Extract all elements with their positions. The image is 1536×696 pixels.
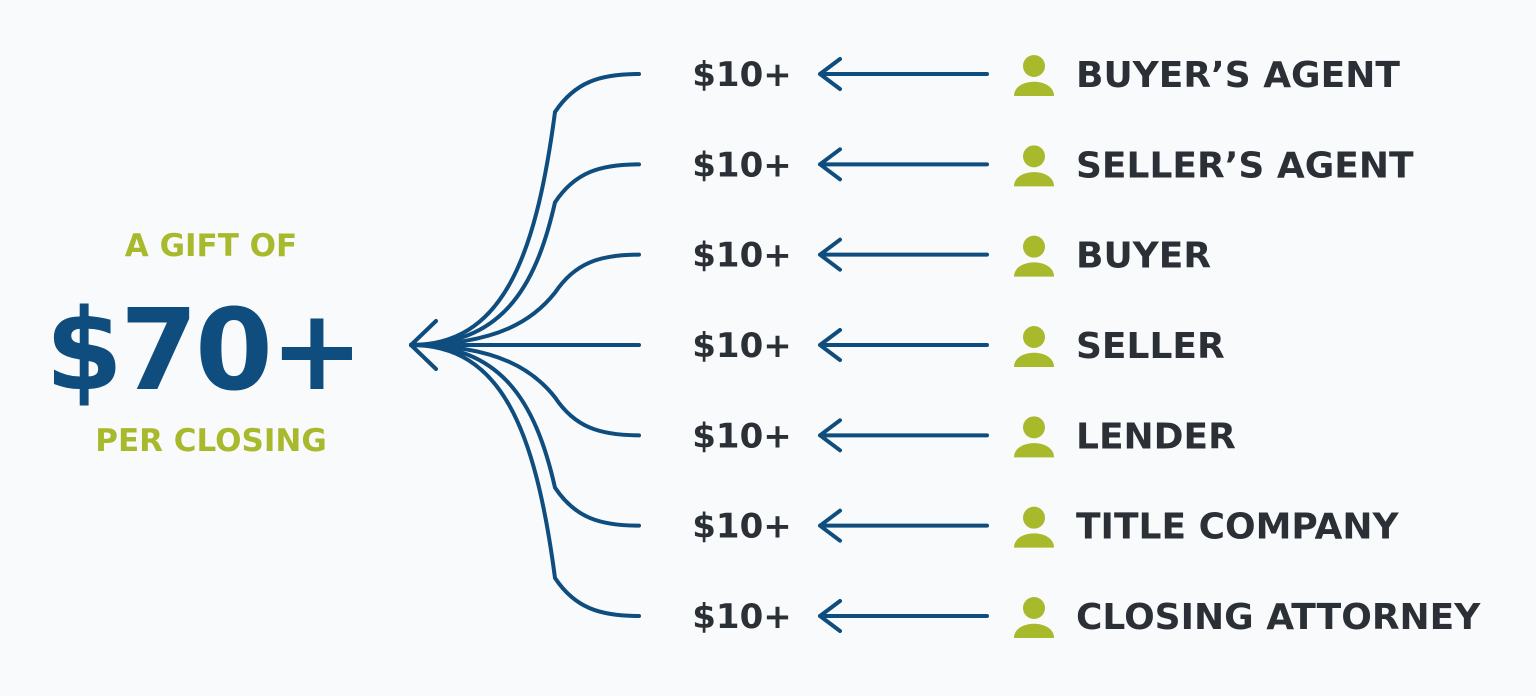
branch-lines	[409, 72, 641, 618]
person-icon	[1014, 326, 1054, 367]
left-arrow-icon	[818, 599, 989, 633]
person-icon	[1014, 597, 1054, 638]
contributor-row: $10+ SELLER’S AGENT	[692, 145, 1414, 187]
contribution-amount: $10+	[692, 416, 791, 456]
contributor-row: $10+ SELLER	[692, 326, 1225, 367]
contributor-role: BUYER	[1076, 236, 1211, 277]
contribution-amount: $10+	[692, 597, 791, 637]
contributor-row: $10+ BUYER	[692, 236, 1211, 277]
left-arrow-icon	[818, 237, 989, 272]
branch-line	[409, 343, 641, 618]
contributor-role: SELLER’S AGENT	[1076, 145, 1414, 186]
contributor-row: $10+ CLOSING ATTORNEY	[692, 597, 1481, 638]
hero-top-label: A GIFT OF	[125, 228, 297, 264]
person-icon	[1014, 506, 1054, 548]
contributor-role: LENDER	[1076, 416, 1236, 457]
contributor-row: $10+ TITLE COMPANY	[692, 506, 1399, 548]
hero-block: A GIFT OF $70+ PER CLOSING	[45, 228, 364, 459]
person-icon	[1014, 55, 1054, 96]
contributor-row: $10+ BUYER’S AGENT	[692, 55, 1400, 96]
branch-line	[409, 162, 641, 347]
branch-line	[409, 252, 641, 347]
branch-line	[409, 343, 641, 438]
contributor-role: BUYER’S AGENT	[1076, 55, 1400, 96]
contribution-amount: $10+	[692, 507, 791, 547]
contribution-amount: $10+	[692, 55, 791, 95]
contributor-role: CLOSING ATTORNEY	[1076, 597, 1481, 638]
contributor-row: $10+ LENDER	[692, 416, 1236, 458]
branch-line	[409, 343, 641, 528]
hero-amount: $70+	[45, 286, 361, 416]
contributor-role: TITLE COMPANY	[1076, 507, 1399, 548]
left-arrow-icon	[818, 418, 989, 453]
branch-line	[409, 72, 641, 347]
hero-bottom-label: PER CLOSING	[95, 423, 327, 459]
person-icon	[1014, 235, 1054, 277]
left-arrow-icon	[818, 328, 989, 362]
contribution-amount: $10+	[692, 145, 791, 185]
contributor-rows: $10+ BUYER’S AGENT $10+ SELLER’S AGENT $10+ B…	[692, 55, 1481, 638]
contribution-amount: $10+	[692, 326, 791, 366]
person-icon	[1014, 416, 1054, 458]
contribution-amount: $10+	[692, 236, 791, 276]
person-icon	[1014, 145, 1054, 187]
left-arrow-icon	[818, 57, 989, 91]
left-arrow-icon	[818, 147, 989, 182]
contributor-role: SELLER	[1076, 326, 1225, 367]
left-arrow-icon	[818, 508, 989, 543]
